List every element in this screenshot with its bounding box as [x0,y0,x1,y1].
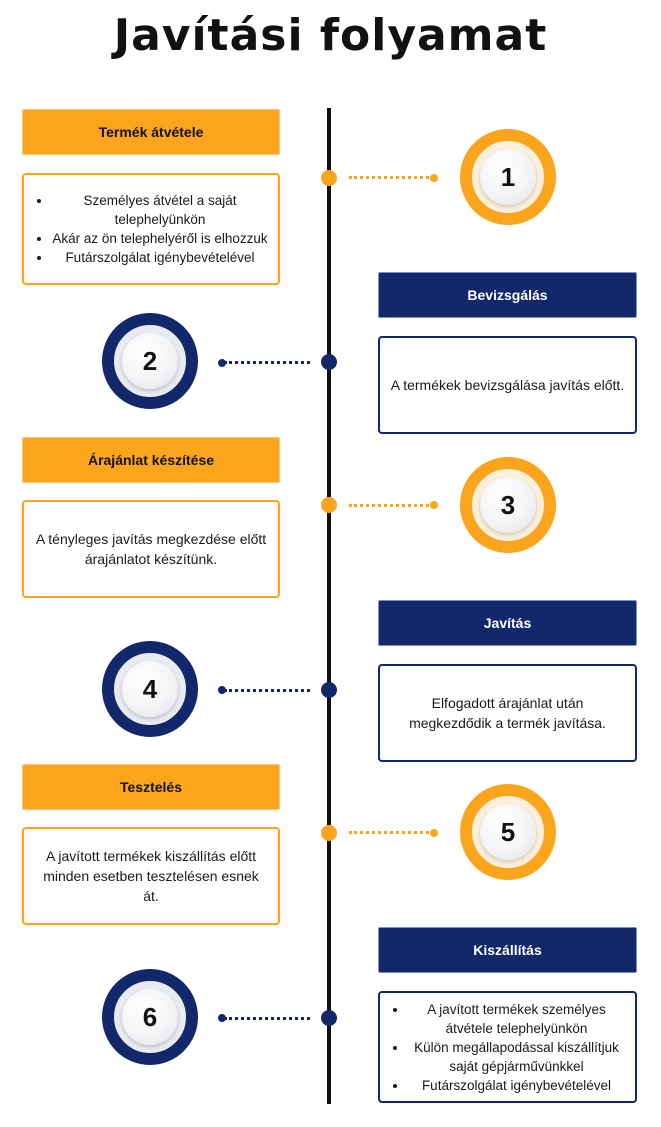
step-5-connector [349,831,435,834]
step-1-number: 1 [480,149,536,205]
step-5-description: A javított termékek kiszállítás előtt mi… [22,827,280,925]
step-5-number: 5 [480,804,536,860]
step-6-connector-end [218,1014,226,1022]
step-4-heading: Javítás [378,600,637,646]
step-4-connector [224,689,310,692]
timeline-dot-1 [321,170,337,186]
step-1-heading: Termék átvétele [22,109,280,155]
step-2-connector [224,361,310,364]
timeline-dot-6 [321,1010,337,1026]
timeline-dot-4 [321,682,337,698]
list-item: Külön megállapodással kiszállítjuk saját… [408,1038,625,1076]
list-item: Futárszolgálat igénybevételével [408,1076,625,1095]
timeline-dot-2 [321,354,337,370]
step-1-description: Személyes átvétel a saját telephelyünkön… [22,173,280,285]
page-title: Javítási folyamat [113,10,548,61]
step-5-badge: 5 [460,784,556,880]
step-6-heading: Kiszállítás [378,927,637,973]
list-item: Futárszolgálat igénybevételével [52,248,268,267]
step-3-description: A tényleges javítás megkezdése előtt ára… [22,500,280,598]
step-2-description: A termékek bevizsgálása javítás előtt. [378,336,637,434]
step-3-connector [349,504,435,507]
step-1-list: Személyes átvétel a saját telephelyünkön… [34,191,268,267]
step-2-connector-end [218,359,226,367]
step-3-connector-end [430,501,438,509]
step-2-badge: 2 [102,313,198,409]
step-1-badge: 1 [460,129,556,225]
step-6-badge: 6 [102,969,198,1065]
timeline-line [327,108,331,1104]
step-4-number: 4 [122,661,178,717]
step-1-connector-end [430,174,438,182]
step-3-heading: Árajánlat készítése [22,437,280,483]
step-3-number: 3 [480,477,536,533]
step-2-number: 2 [122,333,178,389]
step-6-description: A javított termékek személyes átvétele t… [378,991,637,1103]
list-item: Személyes átvétel a saját telephelyünkön [52,191,268,229]
step-2-heading: Bevizsgálás [378,272,637,318]
list-item: Akár az ön telephelyéről is elhozzuk [52,229,268,248]
step-4-badge: 4 [102,641,198,737]
list-item: A javított termékek személyes átvétele t… [408,1000,625,1038]
step-4-connector-end [218,686,226,694]
step-5-connector-end [430,829,438,837]
step-3-badge: 3 [460,457,556,553]
step-1-connector [349,176,435,179]
timeline-dot-5 [321,825,337,841]
timeline-dot-3 [321,497,337,513]
step-5-heading: Tesztelés [22,764,280,810]
step-6-connector [224,1017,310,1020]
step-4-description: Elfogadott árajánlat után megkezdődik a … [378,664,637,762]
step-6-list: A javított termékek személyes átvétele t… [390,1000,625,1095]
step-6-number: 6 [122,989,178,1045]
